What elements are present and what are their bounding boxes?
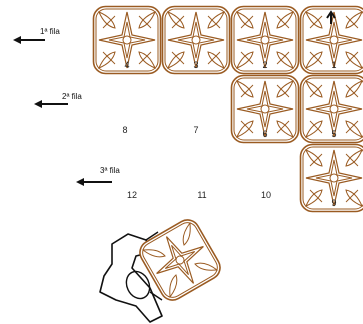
left-arrow-icon <box>13 36 21 44</box>
row-label: 1ª fila <box>40 27 60 36</box>
position-11: 11 <box>197 190 206 200</box>
tile-number: 2 <box>262 60 267 70</box>
tile-number: 9 <box>331 198 336 208</box>
tile-2: 2 <box>230 5 300 75</box>
tile-number: 4 <box>124 60 129 70</box>
position-8: 8 <box>122 125 127 135</box>
tile-number: 1 <box>331 60 336 70</box>
row-indicator-2: 2ª fila <box>34 92 82 108</box>
left-arrow-icon <box>76 178 84 186</box>
tile-9: 9 <box>299 143 363 213</box>
position-7: 7 <box>193 125 198 135</box>
carried-tile <box>139 219 221 301</box>
tile-4: 4 <box>92 5 162 75</box>
tile-number: 6 <box>262 129 267 139</box>
position-12: 12 <box>127 190 137 200</box>
row-indicator-1: 1ª fila <box>13 27 60 44</box>
tile-3: 3 <box>161 5 231 75</box>
tile-6: 6 <box>230 74 300 144</box>
row-label: 3ª fila <box>100 166 120 175</box>
position-10: 10 <box>261 190 271 200</box>
row-indicator-3: 3ª fila <box>76 166 120 186</box>
row-label: 2ª fila <box>62 92 82 101</box>
up-arrow-icon <box>326 10 336 24</box>
tile-5: 5 <box>299 74 363 144</box>
tile-number: 5 <box>331 129 336 139</box>
tile-number: 3 <box>193 60 198 70</box>
left-arrow-icon <box>34 100 42 108</box>
tile-1: 1 <box>299 5 363 75</box>
